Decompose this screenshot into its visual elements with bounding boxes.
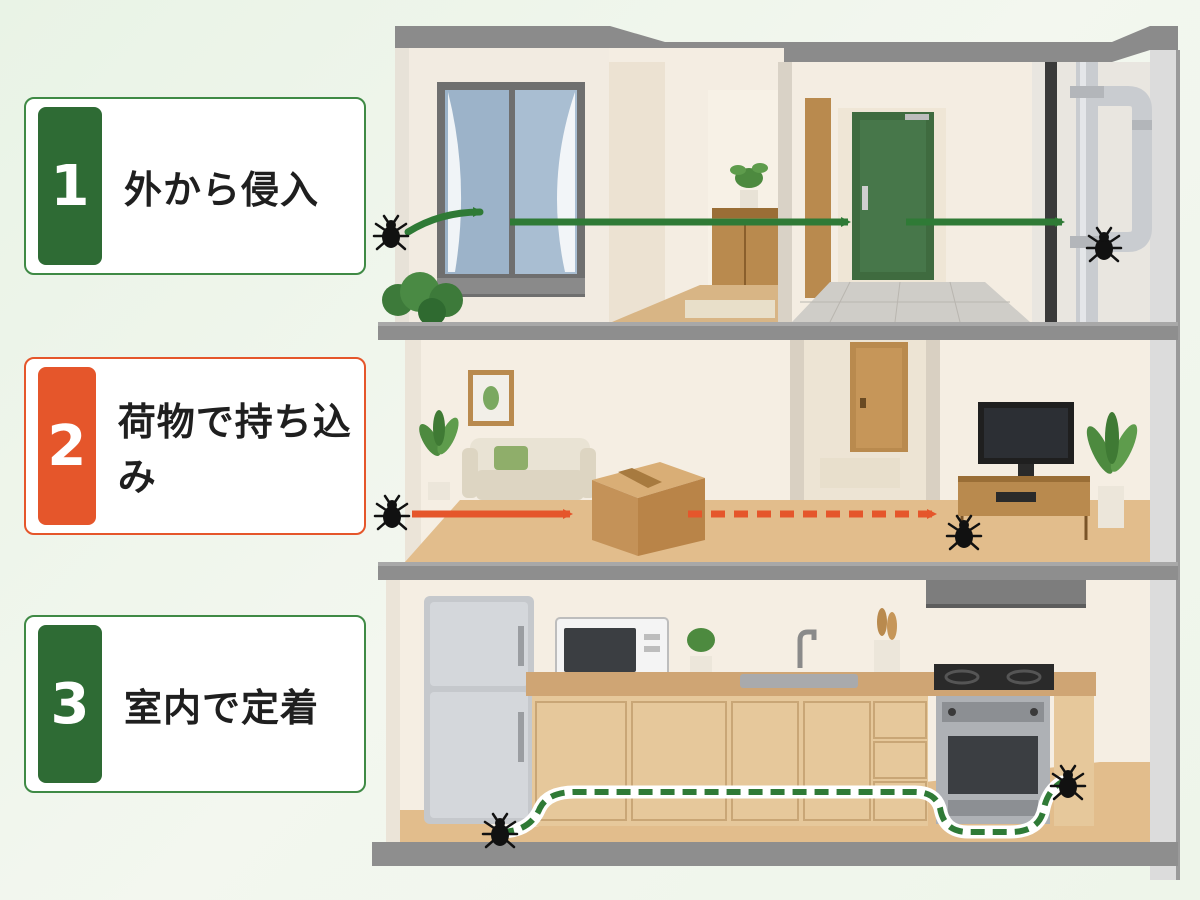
step-label: 荷物で持ち込み [117, 400, 352, 499]
sofa [462, 438, 596, 500]
bug-icon [373, 494, 411, 531]
building-shell [395, 26, 1180, 880]
settling-path-3 [493, 775, 1069, 839]
floor-2-living-room [405, 340, 1150, 562]
plant-left [419, 410, 459, 500]
step-number-badge: 2 [38, 367, 96, 525]
floor-3-kitchen [386, 580, 1150, 842]
floor-1-entrance [382, 48, 1152, 326]
stove-oven [934, 664, 1054, 824]
plant-small [730, 163, 768, 208]
kitchen-counter [526, 672, 1096, 826]
intrusion-path-1 [404, 207, 1065, 236]
cardboard-box [592, 462, 705, 556]
step-label: 室内で定着 [124, 685, 320, 730]
tv-stand [958, 402, 1090, 540]
step-card-1: 1 外から侵入 [24, 97, 366, 275]
plant-right [1086, 412, 1138, 528]
step-card-2: 2 荷物で持ち込み [24, 357, 366, 535]
floor-slab-2 [378, 562, 1178, 580]
microwave [555, 617, 669, 683]
step-card-3: 3 室内で定着 [24, 615, 366, 793]
window [437, 82, 585, 297]
front-door [852, 112, 934, 280]
step-number-badge: 1 [38, 107, 102, 265]
refrigerator [424, 596, 534, 824]
bush [382, 272, 463, 326]
step-label: 外から侵入 [124, 167, 320, 212]
floor-slab-bottom [372, 842, 1178, 866]
step-number-badge: 3 [38, 625, 102, 783]
floor-slab-1 [378, 322, 1178, 340]
